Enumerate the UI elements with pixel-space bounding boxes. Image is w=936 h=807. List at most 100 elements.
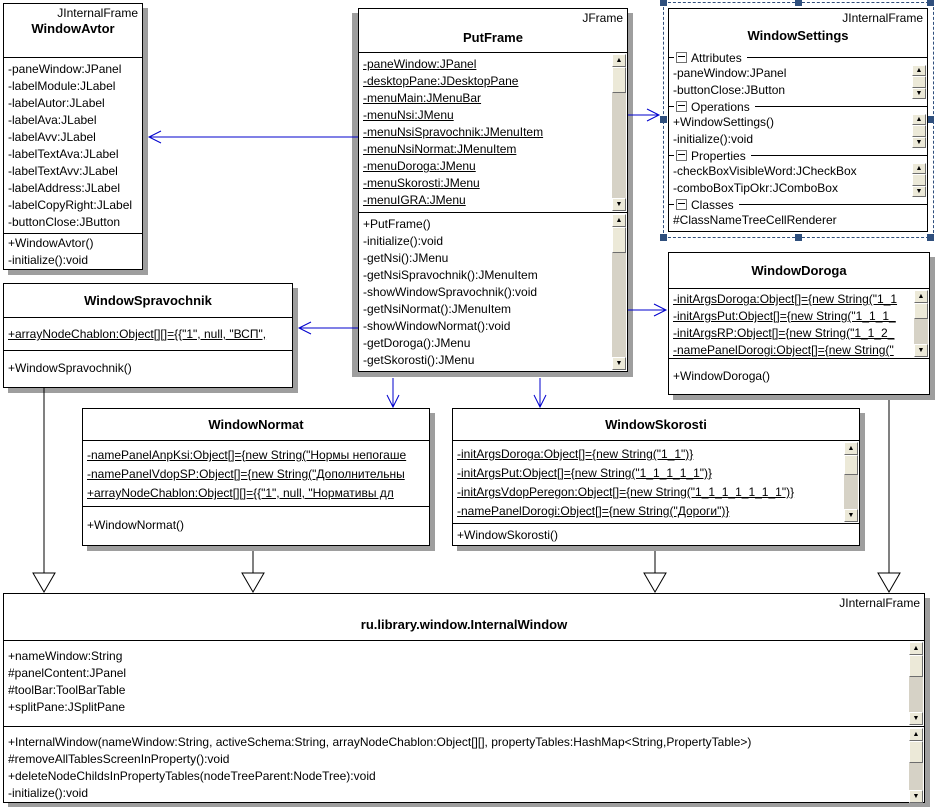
class-box-putframe[interactable]: JFrame PutFrame -paneWindow:JPanel -desk… xyxy=(358,8,628,372)
class-box-windowavtor[interactable]: JInternalFrame WindowAvtor -paneWindow:J… xyxy=(3,3,143,270)
attribute-row[interactable]: -initArgsPut:Object[]={new String("1_1_1… xyxy=(673,309,896,323)
method-row[interactable]: -getNsiSpravochnik():JMenuItem xyxy=(363,268,538,282)
scroll-up-button[interactable]: ▲ xyxy=(914,290,928,303)
selection-handle[interactable] xyxy=(927,116,934,123)
scroll-down-button[interactable]: ▼ xyxy=(909,790,923,803)
attribute-row[interactable]: -menuMain:JMenuBar xyxy=(363,91,482,105)
methods-compartment[interactable]: +WindowSkorosti() xyxy=(453,523,859,547)
attributes-compartment[interactable]: -initArgsDoroga:Object[]={new String("1_… xyxy=(453,440,859,523)
method-row[interactable]: -getDoroga():JMenu xyxy=(363,336,471,350)
link-putframe-to-windowsettings[interactable] xyxy=(628,108,661,122)
scrollbar[interactable]: ▲ ▼ xyxy=(612,54,626,211)
section-rows[interactable]: +WindowSettings() -initialize():void ▲ ▼ xyxy=(669,114,927,148)
link-putframe-to-windowdoroga[interactable] xyxy=(628,303,668,317)
attribute-row[interactable]: -namePanelDorogi:Object[]={new String("Д… xyxy=(457,504,730,518)
class-box-windowskorosti[interactable]: WindowSkorosti -initArgsDoroga:Object[]=… xyxy=(452,408,860,546)
methods-compartment[interactable]: +WindowAvtor() -initialize():void xyxy=(4,233,142,269)
property-row[interactable]: -comboBoxTipOkr:JComboBox xyxy=(673,181,838,195)
link-putframe-to-windowavtor[interactable] xyxy=(147,130,358,144)
scrollbar-thumb[interactable] xyxy=(914,303,928,319)
scroll-up-button[interactable]: ▲ xyxy=(612,214,626,227)
selection-handle[interactable] xyxy=(795,234,802,241)
class-box-windowsettings[interactable]: JInternalFrame WindowSettings Attributes… xyxy=(668,8,928,232)
class-box-windowspravochnik[interactable]: WindowSpravochnik +arrayNodeChablon:Obje… xyxy=(3,283,293,388)
scroll-down-button[interactable]: ▼ xyxy=(612,198,626,211)
method-row[interactable]: -getNsi():JMenu xyxy=(363,251,449,265)
scrollbar[interactable]: ▲ ▼ xyxy=(612,214,626,370)
scrollbar-thumb[interactable] xyxy=(909,655,923,677)
section-header-properties[interactable]: Properties xyxy=(669,148,927,163)
scrollbar-track[interactable] xyxy=(914,319,928,344)
section-rows[interactable]: #ClassNameTreeCellRenderer xyxy=(669,212,927,229)
method-row[interactable]: +WindowSkorosti() xyxy=(457,528,559,542)
class-box-windowdoroga[interactable]: WindowDoroga -initArgsDoroga:Object[]={n… xyxy=(668,252,930,395)
collapse-icon[interactable] xyxy=(676,52,687,63)
attributes-compartment[interactable]: -namePanelAnpKsi:Object[]={new String("Н… xyxy=(83,440,429,506)
scroll-up-button[interactable]: ▲ xyxy=(844,442,858,455)
scrollbar-thumb[interactable] xyxy=(912,174,926,186)
method-row[interactable]: +deleteNodeChildsInPropertyTables(nodeTr… xyxy=(8,769,376,783)
class-name[interactable]: WindowSpravochnik xyxy=(84,293,212,308)
scrollbar-track[interactable] xyxy=(909,677,923,712)
attribute-row[interactable]: -namePanelDorogi:Object[]={new String(" xyxy=(673,343,894,357)
scrollbar-thumb[interactable] xyxy=(844,455,858,475)
class-name[interactable]: WindowSkorosti xyxy=(605,417,707,432)
scrollbar-track[interactable] xyxy=(844,475,858,509)
scrollbar-track[interactable] xyxy=(909,763,923,790)
attribute-row[interactable]: -initArgsRP:Object[]={new String("1_1_2_ xyxy=(673,326,895,340)
scroll-up-button[interactable]: ▲ xyxy=(912,65,926,76)
attribute-row[interactable]: -labelModule:JLabel xyxy=(8,79,116,93)
scroll-down-button[interactable]: ▼ xyxy=(909,712,923,725)
section-header-operations[interactable]: Operations xyxy=(669,99,927,114)
attribute-row[interactable]: -initArgsPut:Object[]={new String("1_1_1… xyxy=(457,466,712,480)
section-rows[interactable]: -checkBoxVisibleWord:JCheckBox -comboBox… xyxy=(669,163,927,197)
link-putframe-to-windowskorosti[interactable] xyxy=(533,378,547,409)
scrollbar[interactable]: ▲ ▼ xyxy=(844,442,858,522)
attribute-row[interactable]: #toolBar:ToolBarTable xyxy=(8,683,126,697)
attribute-row[interactable]: -menuIGRA:JMenu xyxy=(363,193,466,207)
attributes-compartment[interactable]: +arrayNodeChablon:Object[][]={{"1", null… xyxy=(4,317,292,350)
scroll-up-button[interactable]: ▲ xyxy=(912,163,926,174)
scroll-down-button[interactable]: ▼ xyxy=(912,137,926,148)
attributes-compartment[interactable]: -paneWindow:JPanel -labelModule:JLabel -… xyxy=(4,57,142,233)
collapse-icon[interactable] xyxy=(676,150,687,161)
class-header[interactable]: JInternalFrame ru.library.window.Interna… xyxy=(4,594,924,640)
attributes-compartment[interactable]: -paneWindow:JPanel -desktopPane:JDesktop… xyxy=(359,52,627,212)
method-row[interactable]: -initialize():void xyxy=(673,132,754,146)
generalization-windownormat-internalwindow[interactable] xyxy=(241,551,265,593)
attribute-row[interactable]: -namePanelAnpKsi:Object[]={new String("Н… xyxy=(87,448,407,462)
attribute-row[interactable]: -labelCopyRight:JLabel xyxy=(8,198,133,212)
scrollbar[interactable]: ▲ ▼ xyxy=(912,114,926,148)
method-row[interactable]: +WindowDoroga() xyxy=(673,369,771,383)
scroll-up-button[interactable]: ▲ xyxy=(612,54,626,67)
class-row[interactable]: #ClassNameTreeCellRenderer xyxy=(673,213,837,227)
section-rows[interactable]: -paneWindow:JPanel -buttonClose:JButton … xyxy=(669,65,927,99)
scrollbar-thumb[interactable] xyxy=(612,67,626,93)
method-row[interactable]: -initialize():void xyxy=(363,234,444,248)
attributes-compartment[interactable]: +nameWindow:String #panelContent:JPanel … xyxy=(4,640,924,726)
scrollbar[interactable]: ▲ ▼ xyxy=(914,290,928,357)
attribute-row[interactable]: +splitPane:JSplitPane xyxy=(8,700,126,714)
scrollbar-thumb[interactable] xyxy=(612,227,626,253)
scrollbar-thumb[interactable] xyxy=(912,76,926,88)
method-row[interactable]: -showWindowSpravochnik():void xyxy=(363,285,538,299)
link-putframe-to-windowspravochnik[interactable] xyxy=(297,321,358,335)
collapse-icon[interactable] xyxy=(676,199,687,210)
scrollbar-track[interactable] xyxy=(612,93,626,198)
attribute-row[interactable]: +nameWindow:String xyxy=(8,649,123,663)
scroll-up-button[interactable]: ▲ xyxy=(909,728,923,741)
class-header[interactable]: JInternalFrame WindowSettings xyxy=(669,9,927,50)
section-header-classes[interactable]: Classes xyxy=(669,197,927,212)
selection-handle[interactable] xyxy=(660,234,667,241)
class-name[interactable]: WindowNormat xyxy=(208,417,304,432)
scroll-up-button[interactable]: ▲ xyxy=(912,114,926,125)
method-row[interactable]: -getNsiNormat():JMenuItem xyxy=(363,302,512,316)
scrollbar-track[interactable] xyxy=(612,253,626,357)
attribute-row[interactable]: -menuDoroga:JMenu xyxy=(363,159,476,173)
selection-handle[interactable] xyxy=(927,0,934,6)
scroll-down-button[interactable]: ▼ xyxy=(912,186,926,197)
scroll-down-button[interactable]: ▼ xyxy=(912,88,926,99)
class-name[interactable]: WindowAvtor xyxy=(31,21,115,36)
attribute-row[interactable]: -initArgsDoroga:Object[]={new String("1_… xyxy=(457,447,694,461)
